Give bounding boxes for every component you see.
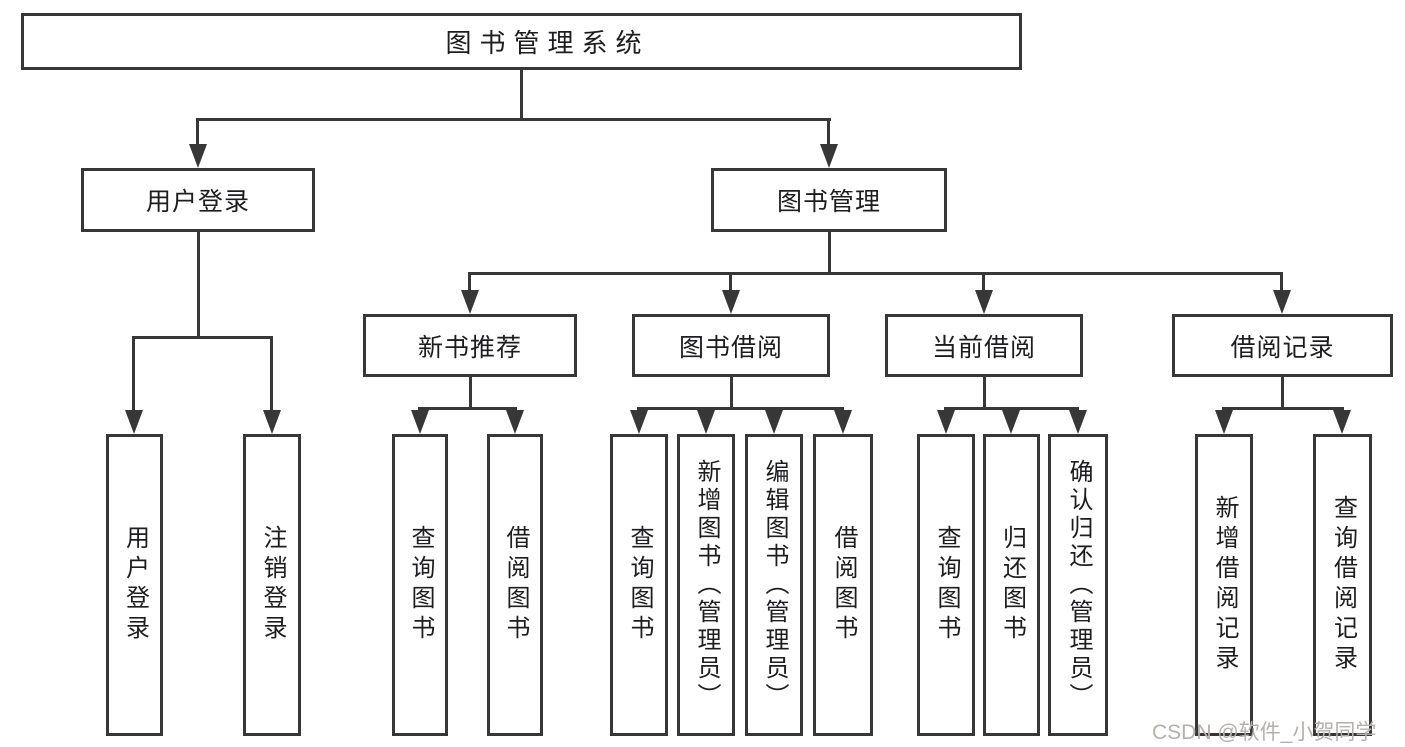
node-label: 用户登录 (121, 525, 149, 645)
arrow-down-icon (834, 407, 852, 434)
arrow-down-icon (263, 336, 281, 434)
node-label: 注销登录 (259, 525, 286, 645)
node-label: 新增图书（管理员） (693, 459, 720, 711)
leaf-add-borrow-record: 新增借阅记录 (1195, 434, 1253, 736)
node-book-borrowing: 图书借阅 (632, 314, 830, 377)
leaf-logout: 注销登录 (243, 434, 301, 736)
leaf-borrow-book: 借阅图书 (487, 434, 543, 736)
node-label: 查询借阅记录 (1329, 495, 1357, 675)
node-label: 新书推荐 (417, 333, 522, 362)
arrow-down-icon (1215, 407, 1233, 434)
leaf-query-book: 查询图书 (392, 434, 448, 736)
node-label: 查询图书 (626, 525, 653, 645)
node-label: 用户登录 (145, 188, 250, 216)
leaf-confirm-return-admin: 确认归还（管理员） (1048, 434, 1108, 736)
connector-hline (468, 272, 1283, 275)
node-root-library-system: 图书管理系统 (21, 13, 1022, 70)
node-current-borrowing: 当前借阅 (885, 314, 1083, 377)
arrow-down-icon (1002, 407, 1020, 434)
arrow-down-icon (411, 407, 429, 434)
connector-vline (520, 69, 523, 121)
connector-hline (1222, 407, 1344, 410)
node-label: 编辑图书（管理员） (761, 459, 788, 711)
arrow-down-icon (937, 407, 955, 434)
arrow-down-icon (189, 118, 207, 168)
connector-vline (1281, 377, 1284, 410)
connector-hline (197, 118, 831, 121)
arrow-down-icon (461, 272, 479, 314)
node-borrowing-records: 借阅记录 (1172, 314, 1393, 377)
node-label: 借阅记录 (1230, 333, 1335, 362)
leaf-query-borrow-record: 查询借阅记录 (1313, 434, 1372, 736)
arrow-down-icon (697, 407, 715, 434)
node-label: 图书管理系统 (445, 28, 650, 58)
leaf-user-login: 用户登录 (106, 434, 163, 736)
node-label: 归还图书 (998, 525, 1026, 645)
connector-vline (469, 377, 472, 410)
node-label: 借阅图书 (502, 525, 529, 645)
leaf-query-book: 查询图书 (610, 434, 668, 736)
node-label: 借阅图书 (830, 525, 857, 645)
node-label: 查询图书 (407, 525, 434, 645)
node-new-book-recommend: 新书推荐 (363, 314, 577, 377)
arrow-down-icon (820, 118, 838, 168)
connector-vline (983, 377, 986, 410)
connector-hline (418, 407, 517, 410)
node-label: 新增借阅记录 (1211, 495, 1238, 675)
arrow-down-icon (630, 407, 648, 434)
node-label: 查询图书 (933, 525, 960, 645)
connector-vline (197, 232, 200, 339)
node-label: 图书管理 (776, 188, 881, 216)
leaf-return-book: 归还图书 (983, 434, 1040, 736)
arrow-down-icon (975, 272, 993, 314)
arrow-down-icon (1333, 407, 1351, 434)
connector-hline (637, 407, 844, 410)
leaf-edit-book-admin: 编辑图书（管理员） (745, 434, 803, 736)
node-label: 当前借阅 (931, 333, 1036, 362)
connector-vline (730, 377, 733, 410)
arrow-down-icon (765, 407, 783, 434)
node-label: 图书借阅 (678, 333, 783, 362)
csdn-watermark: CSDN @软件_小贺同学 (1152, 721, 1377, 744)
connector-vline (828, 232, 831, 275)
node-book-management: 图书管理 (711, 168, 947, 232)
node-label: 确认归还（管理员） (1065, 459, 1092, 711)
connector-hline (132, 336, 273, 339)
arrow-down-icon (506, 407, 524, 434)
arrow-down-icon (1069, 407, 1087, 434)
leaf-query-book: 查询图书 (917, 434, 975, 736)
leaf-borrow-book: 借阅图书 (813, 434, 873, 736)
arrow-down-icon (722, 272, 740, 314)
arrow-down-icon (1273, 272, 1291, 314)
leaf-add-book-admin: 新增图书（管理员） (677, 434, 735, 736)
node-user-login: 用户登录 (81, 168, 315, 232)
arrow-down-icon (125, 336, 143, 434)
